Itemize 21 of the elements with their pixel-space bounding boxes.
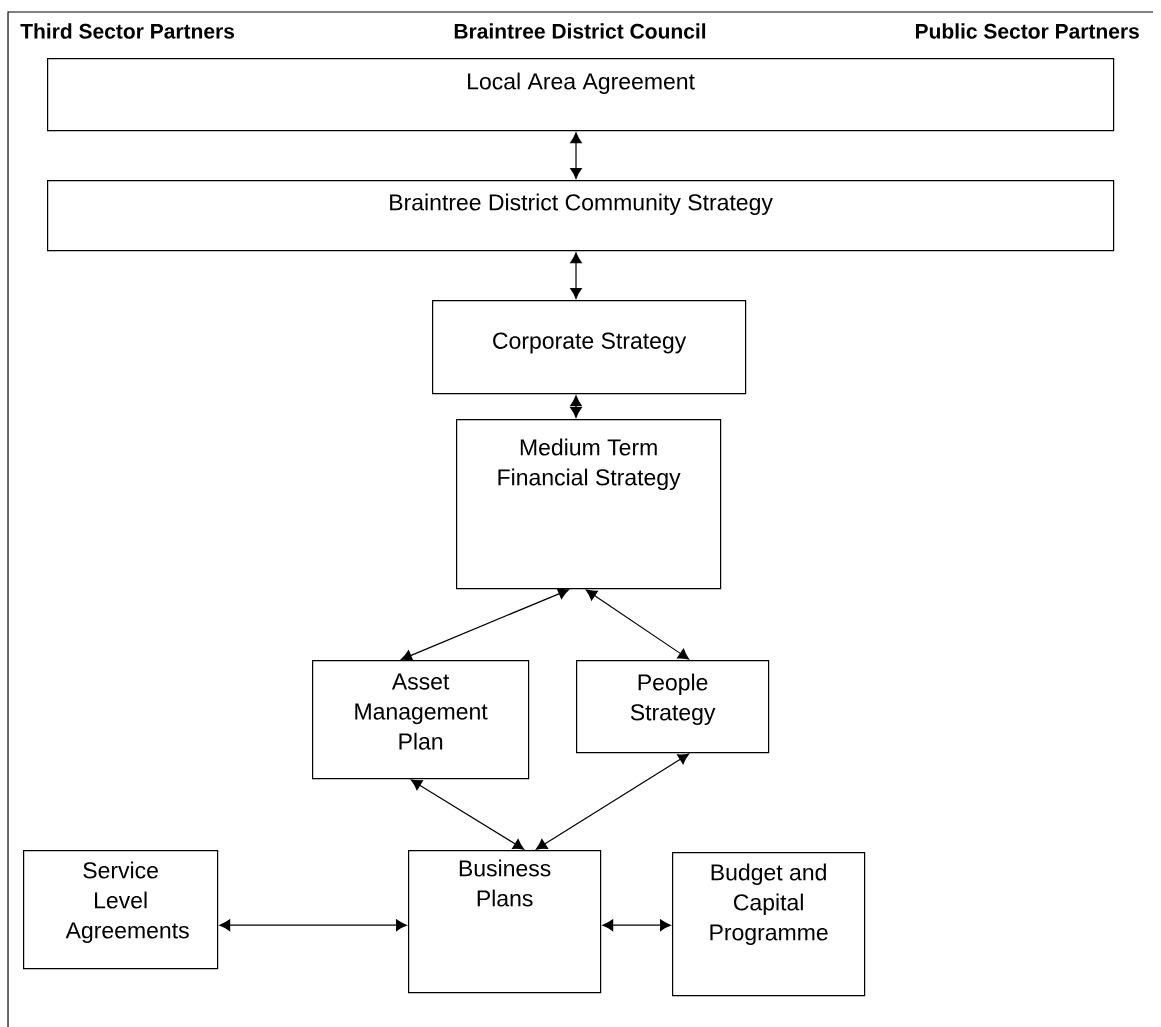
arrow — [410, 779, 525, 850]
process-box: Business Plans — [408, 850, 602, 994]
arrow — [570, 132, 582, 179]
arrow — [219, 919, 407, 931]
arrow — [401, 588, 569, 661]
arrow — [570, 395, 582, 418]
process-box: Medium Term Financial Strategy — [456, 419, 722, 590]
arrow — [570, 252, 582, 299]
process-box: Asset Management Plan — [312, 660, 530, 780]
process-box: People Strategy — [576, 660, 770, 754]
column-heading: Public Sector Partners — [915, 23, 1139, 39]
process-box: Corporate Strategy — [432, 300, 747, 395]
arrow — [602, 919, 671, 931]
arrow — [535, 753, 690, 850]
process-box: Braintree District Community Strategy — [47, 180, 1115, 252]
process-box: Local Area Agreement — [47, 58, 1115, 132]
process-box: Budget and Capital Programme — [672, 852, 866, 997]
process-box: Service Level Agreements — [23, 850, 219, 970]
column-heading: Third Sector Partners — [20, 23, 235, 39]
column-heading: Braintree District Council — [454, 23, 706, 39]
arrow — [585, 589, 690, 660]
